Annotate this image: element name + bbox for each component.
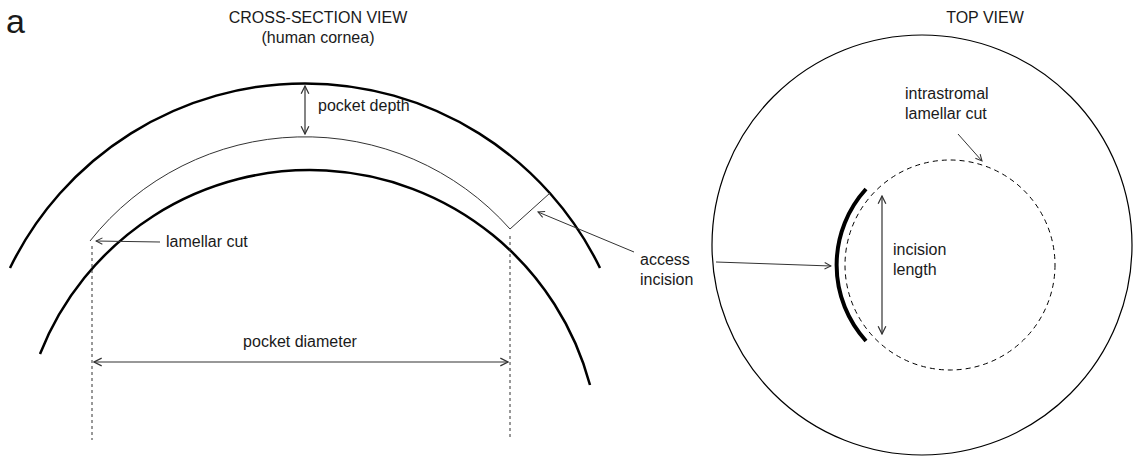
- cornea-outline: [712, 35, 1132, 455]
- dimension-label: pocket diameter: [243, 332, 357, 352]
- diameter-arrow: [94, 361, 508, 362]
- depth-arrow: [304, 86, 305, 134]
- part-label: intrastromal lamellar cut: [905, 84, 1015, 124]
- leader-line: [538, 212, 634, 252]
- view-heading: TOP VIEW: [946, 8, 1024, 28]
- panel-letter: a: [6, 0, 25, 43]
- part-label: lamellar cut: [166, 232, 248, 252]
- posterior-surface: [40, 170, 590, 385]
- leader-line: [958, 134, 982, 161]
- dimension-label: pocket depth: [318, 96, 410, 116]
- pocket-outline: [845, 160, 1055, 370]
- dashed-guide: [510, 236, 511, 440]
- part-label: access incision: [640, 250, 722, 290]
- incision-arc: [837, 189, 866, 341]
- access-incision-line: [510, 193, 550, 229]
- leader-line: [96, 241, 160, 242]
- anterior-surface: [10, 83, 600, 268]
- length-arrow: [881, 196, 882, 334]
- leader-line: [716, 262, 831, 266]
- dashed-guide: [92, 246, 93, 440]
- lamellar-cut-line: [90, 137, 510, 241]
- dimension-label: incision length: [893, 240, 963, 280]
- view-heading: CROSS-SECTION VIEW (human cornea): [211, 8, 426, 48]
